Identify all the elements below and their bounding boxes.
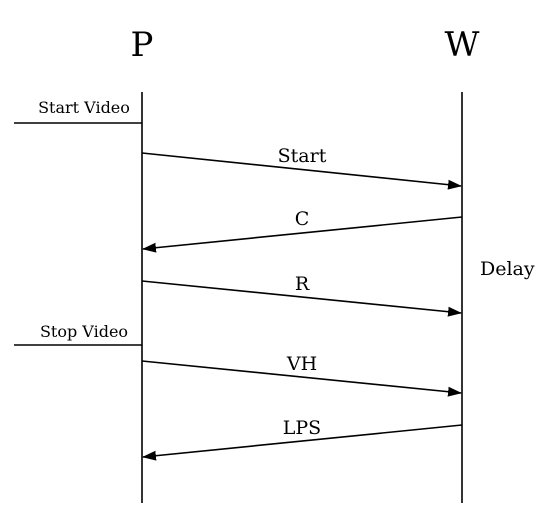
message-r-label: R	[295, 273, 310, 295]
message-vh-arrow	[141, 360, 462, 397]
message-start-label: Start	[278, 145, 327, 167]
message-lps-label: LPS	[283, 417, 321, 439]
note-delay-label: Delay	[480, 258, 535, 280]
message-c-arrow	[142, 216, 463, 253]
message-lps-arrow	[142, 424, 463, 461]
event-start-video-label: Start Video	[38, 98, 130, 117]
participant-w-label: W	[445, 25, 480, 65]
event-stop-video-label: Stop Video	[40, 322, 128, 341]
message-vh-label: VH	[286, 353, 317, 375]
message-start-arrow	[141, 152, 462, 190]
participant-p-label: P	[131, 25, 154, 65]
message-r-arrow	[141, 280, 462, 317]
message-c-label: C	[295, 208, 310, 230]
